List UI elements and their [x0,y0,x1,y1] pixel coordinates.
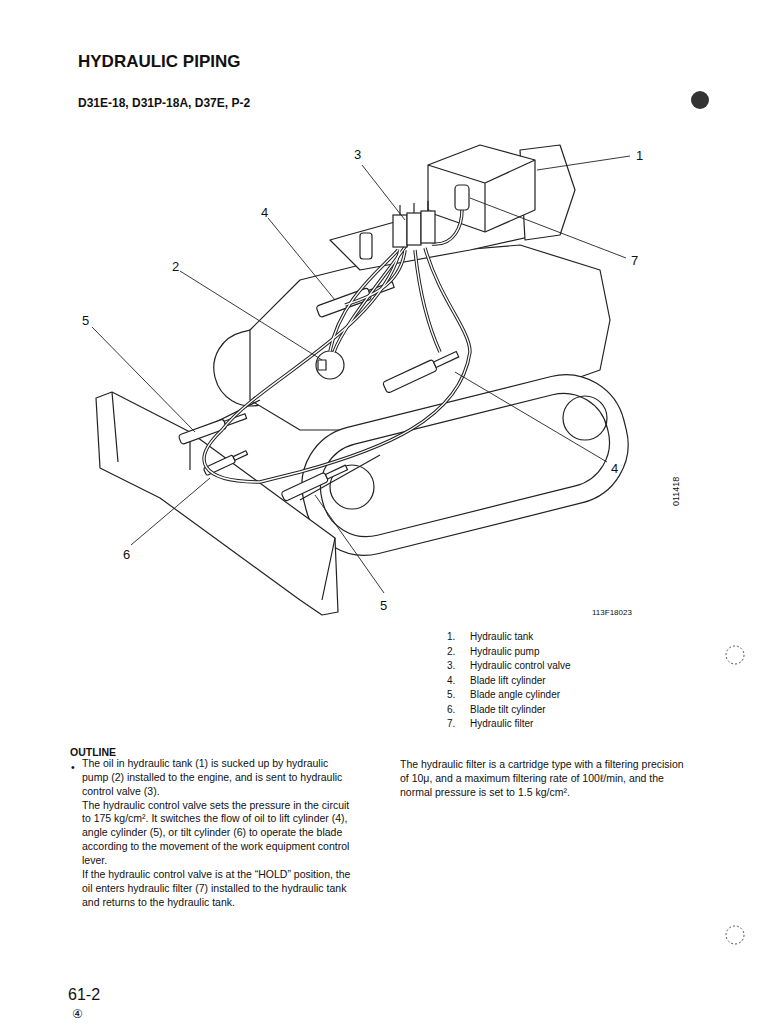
part-number: 2. [447,646,455,658]
part-name: Blade tilt cylinder [470,704,546,716]
paragraph: If the hydraulic control valve is at the… [82,868,357,910]
part-name: Blade lift cylinder [470,675,546,687]
callout-number: 4 [611,461,618,477]
part-number: 7. [447,718,455,730]
part-name: Hydraulic control valve [470,660,571,672]
binder-mark [726,646,744,664]
figure-code: 113F18023 [592,608,632,618]
callout-number: 4 [261,205,268,221]
part-number: 6. [447,704,455,716]
part-name: Hydraulic tank [470,631,533,643]
part-number: 4. [447,675,455,687]
callout-number: 5 [380,598,387,614]
callout-number: 5 [82,313,89,329]
callout-number: 7 [631,253,638,269]
paragraph: The oil in hydraulic tank (1) is sucked … [82,757,357,799]
callout-number: 3 [354,147,361,163]
binder-mark [726,926,744,944]
callout-number: 6 [123,547,130,563]
part-name: Blade angle cylinder [470,689,560,701]
part-number: 1. [447,631,455,643]
part-name: Hydraulic pump [470,646,539,658]
section-heading: OUTLINE [70,746,116,759]
page-title: HYDRAULIC PIPING [78,52,240,71]
leader-lines [92,156,630,593]
part-name: Hydraulic filter [470,718,533,730]
callout-number: 1 [636,148,643,164]
callout-number: 2 [172,259,179,275]
page-number: 61-2 [68,985,100,1004]
revision-mark: ④ [72,1007,83,1021]
bullet: • [71,761,75,774]
part-number: 5. [447,689,455,701]
paragraph: The hydraulic filter is a cartridge type… [400,758,692,800]
part-number: 3. [447,660,455,672]
model-list: D31E-18, D31P-18A, D37E, P-2 [78,96,250,110]
page-code: 011418 [671,477,682,506]
binder-mark [691,91,709,109]
paragraph: The hydraulic control valve sets the pre… [82,799,357,868]
